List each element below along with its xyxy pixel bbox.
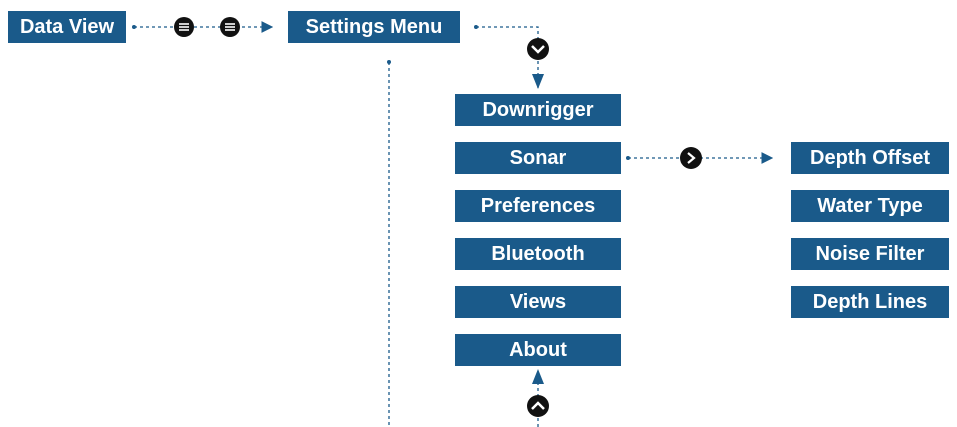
settings-menu-box[interactable]: Settings Menu bbox=[288, 11, 460, 43]
menu-item-sonar[interactable]: Sonar bbox=[455, 142, 621, 174]
sonar-item-noise-filter[interactable]: Noise Filter bbox=[791, 238, 949, 270]
menu-icon[interactable] bbox=[174, 17, 194, 37]
menu-item-bluetooth[interactable]: Bluetooth bbox=[455, 238, 621, 270]
connector-settings-menu bbox=[476, 26, 539, 88]
sonar-item-depth-offset[interactable]: Depth Offset bbox=[791, 142, 949, 174]
sonar-item-depth-lines[interactable]: Depth Lines bbox=[791, 286, 949, 318]
menu-item-about[interactable]: About bbox=[455, 334, 621, 366]
arrowhead-up bbox=[532, 369, 544, 384]
menu-item-downrigger[interactable]: Downrigger bbox=[455, 94, 621, 126]
menu-item-preferences[interactable]: Preferences bbox=[455, 190, 621, 222]
data-view-box[interactable]: Data View bbox=[8, 11, 126, 43]
menu-item-views[interactable]: Views bbox=[455, 286, 621, 318]
chevron-right-icon[interactable] bbox=[680, 147, 702, 169]
arrowhead-down bbox=[532, 74, 544, 89]
chevron-up-icon[interactable] bbox=[527, 395, 549, 417]
sonar-item-water-type[interactable]: Water Type bbox=[791, 190, 949, 222]
menu-icon[interactable] bbox=[220, 17, 240, 37]
chevron-down-icon[interactable] bbox=[527, 38, 549, 60]
